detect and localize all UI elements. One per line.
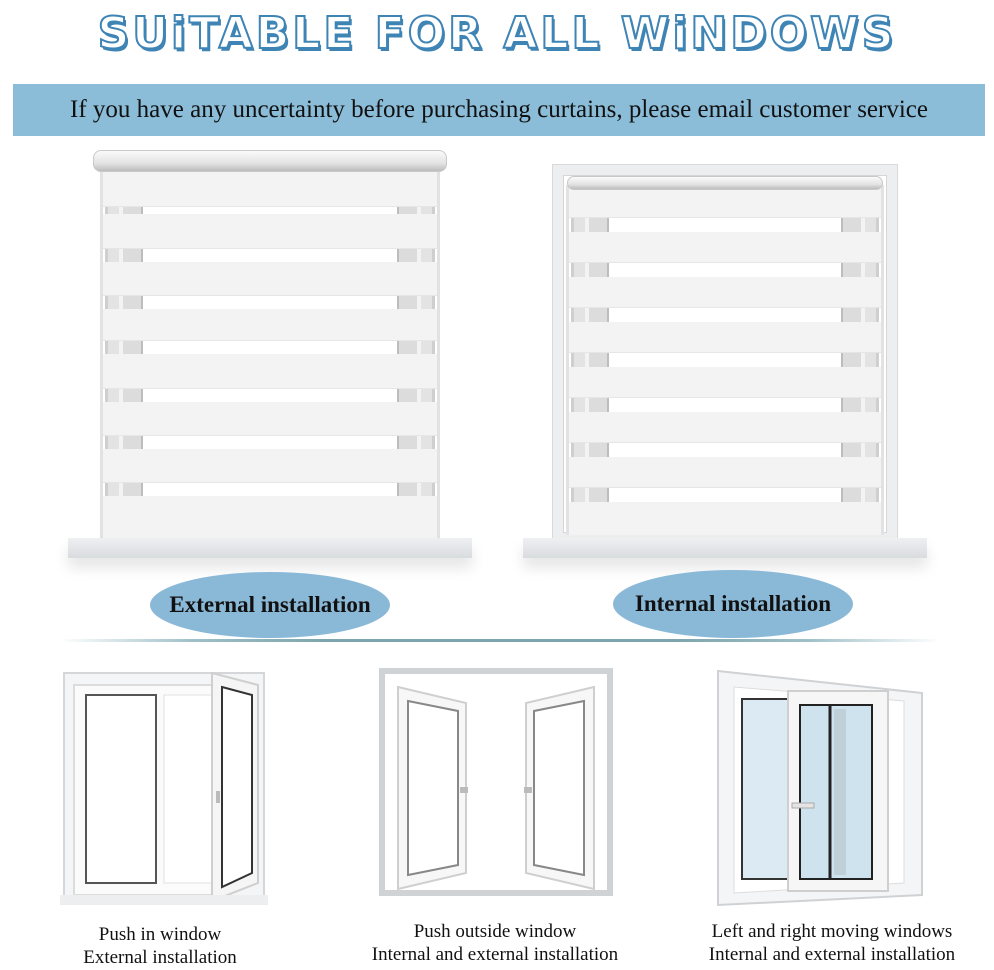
zebra-blind-external: [100, 168, 440, 538]
banner-text: If you have any uncertainty before purch…: [70, 96, 928, 123]
window-type-name: Push outside window: [413, 921, 577, 942]
window-type-installation: External installation: [83, 947, 237, 968]
window-type-name: Left and right moving windows: [711, 921, 953, 942]
window-type-installation: Internal and external installation: [371, 944, 619, 965]
window-sill: [68, 538, 472, 558]
section-divider: [60, 639, 940, 642]
window-sill: [523, 538, 927, 558]
label-text: Internal installation: [634, 591, 832, 616]
window-type-name: Push in window: [98, 924, 222, 945]
page-title: SUiTABLE FOR ALL WiNDOWS: [97, 7, 897, 60]
roller-tube: [567, 176, 883, 190]
push-outside-window-caption: Push outside window Internal and externa…: [330, 920, 660, 966]
zebra-blind-internal: [566, 185, 884, 535]
internal-installation-label: Internal installation: [613, 570, 853, 638]
window-type-installation: Internal and external installation: [708, 944, 956, 965]
sliding-window-caption: Left and right moving windows Internal a…: [670, 920, 994, 966]
push-in-window-caption: Push in window External installation: [40, 923, 280, 969]
customer-service-banner: If you have any uncertainty before purch…: [13, 84, 985, 136]
label-text: External installation: [169, 592, 371, 617]
push-in-window-icon: [60, 671, 268, 905]
sliding-window-icon: [717, 669, 923, 907]
roller-tube: [93, 150, 447, 172]
push-outside-window-icon: [379, 668, 613, 896]
external-installation-label: External installation: [150, 572, 390, 638]
